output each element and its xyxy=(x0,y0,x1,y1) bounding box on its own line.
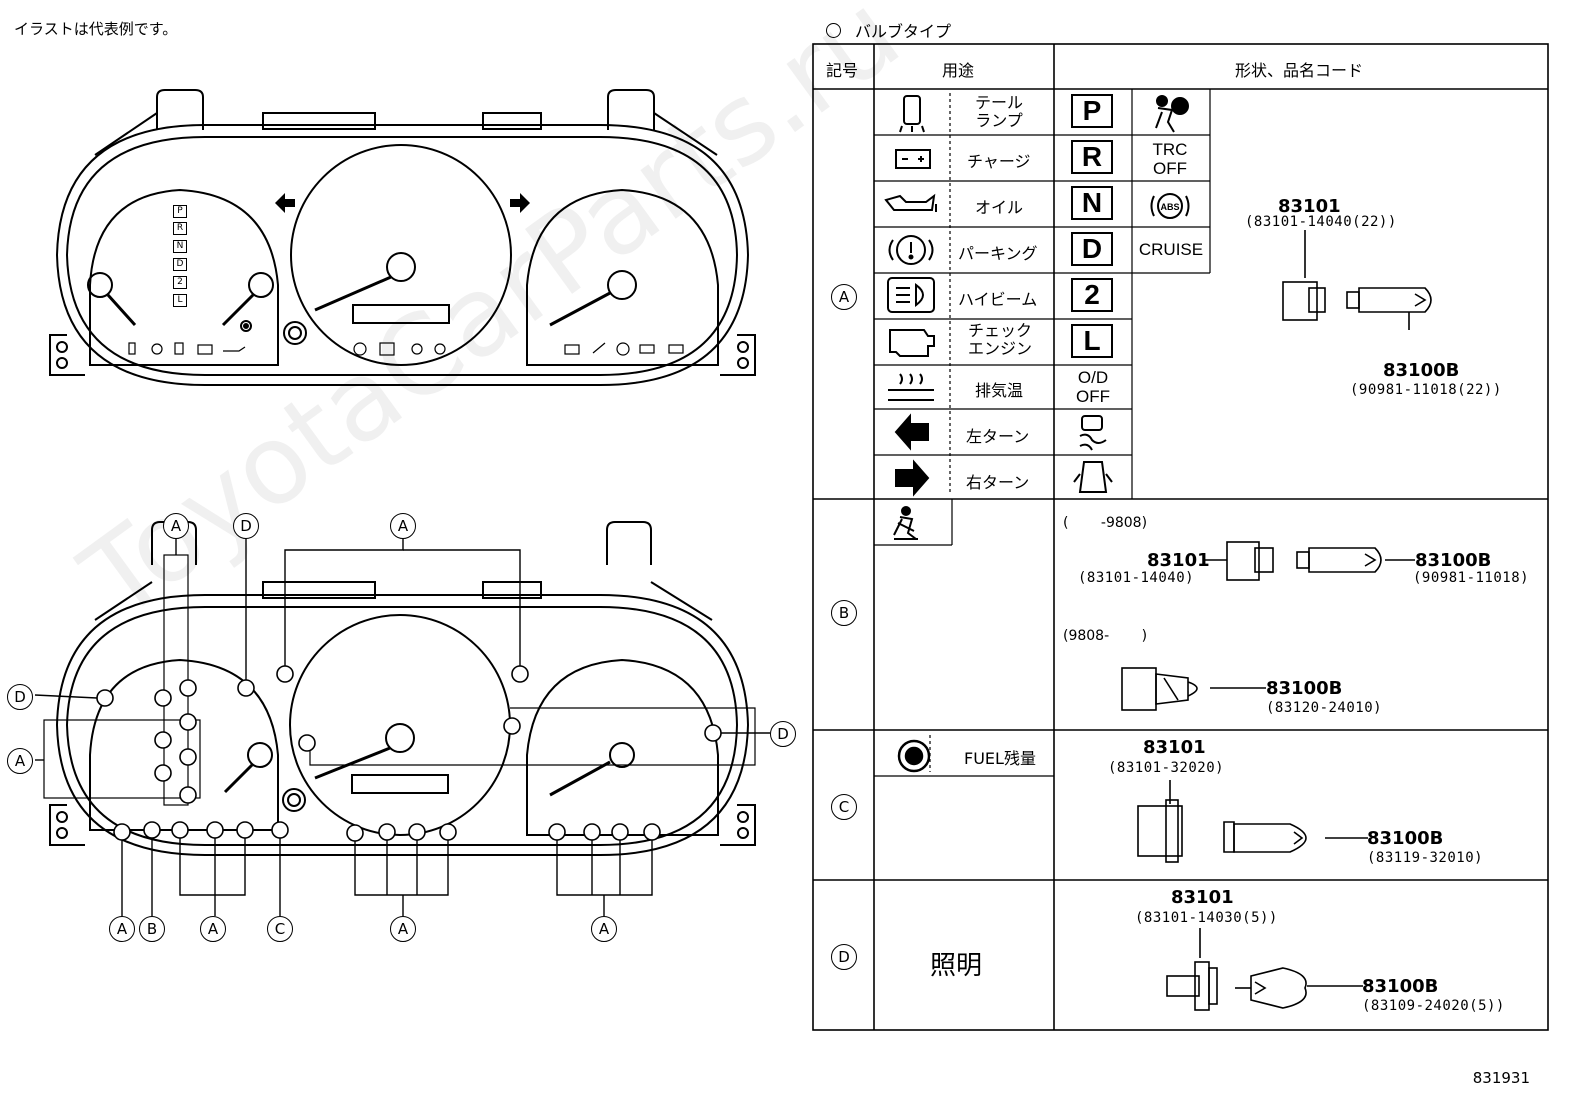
callout-a-top-center: A xyxy=(390,513,416,539)
use-high-beam: ハイビーム xyxy=(958,290,1038,309)
group-b-p1-socket-code: (83101-14040) xyxy=(1078,570,1195,586)
group-a-socket-code: (83101-14040(22)) xyxy=(1245,214,1397,230)
group-d-socket-no: 83101 xyxy=(1171,887,1234,908)
bulb-type-title: バルブタイプ xyxy=(826,18,951,42)
group-c-drawing xyxy=(1137,780,1368,863)
exhaust-temp-icon xyxy=(888,373,934,401)
bulb-type-label: バルブタイプ xyxy=(855,22,952,41)
group-a-extra-icons xyxy=(1073,415,1113,493)
bulb-type-table-grid xyxy=(812,43,1549,1031)
use-illumination: 照明 xyxy=(930,951,983,981)
seatbelt-warning-icon xyxy=(893,506,918,540)
group-b-label: B xyxy=(831,600,857,626)
group-c-bulb-no: 83100B xyxy=(1367,828,1444,849)
indicator-trc-off: TRC OFF xyxy=(1152,140,1188,178)
indicator-n: N xyxy=(1071,186,1113,220)
group-a-use-icons xyxy=(884,95,937,497)
group-a-label: A xyxy=(831,284,857,310)
group-c-bulb-code: (83119-32010) xyxy=(1367,850,1484,866)
catalog-number: 831931 xyxy=(1472,1069,1530,1087)
group-c-socket-no: 83101 xyxy=(1143,737,1206,758)
abs-warning-icon: ABS xyxy=(1150,193,1190,219)
use-fuel-level: FUEL残量 xyxy=(964,749,1036,768)
slip-indicator-icon xyxy=(1079,415,1107,451)
group-c-socket-code: (83101-32020) xyxy=(1108,760,1225,776)
callout-a-bottom-1: A xyxy=(109,916,135,942)
battery-charge-icon xyxy=(895,149,931,169)
use-exhaust-temp: 排気温 xyxy=(975,381,1024,400)
bullet-circle-icon xyxy=(826,23,841,38)
left-turn-arrow-icon xyxy=(894,413,929,451)
prnd-indicator-l: L xyxy=(173,294,187,307)
indicator-od-off: O/D OFF xyxy=(1076,368,1110,406)
use-charge: チャージ xyxy=(967,152,1031,171)
use-check-engine: チェック エンジン xyxy=(968,321,1033,358)
group-b-p1-bulb-no: 83100B xyxy=(1415,550,1492,571)
callout-c-bottom: C xyxy=(267,916,293,942)
group-c-label: C xyxy=(831,794,857,820)
group-b-p1-socket-no: 83101 xyxy=(1147,550,1210,571)
use-left-turn: 左ターン xyxy=(966,427,1030,446)
callout-a-top-left: A xyxy=(163,513,189,539)
prnd-indicator-2: 2 xyxy=(173,276,187,289)
right-turn-arrow-icon xyxy=(895,459,930,497)
group-a-socket-no: 83101 xyxy=(1278,196,1341,217)
indicator-p: P xyxy=(1071,94,1113,128)
group-d-bulb-no: 83100B xyxy=(1362,976,1439,997)
indicator-r: R xyxy=(1071,140,1113,174)
group-b-period-2: (9808- ) xyxy=(1063,628,1148,644)
group-b-p2-bulb-code: (83120-24010) xyxy=(1266,700,1383,716)
group-b-period-1: ( -9808) xyxy=(1063,515,1148,531)
instrument-cluster-rear-view xyxy=(34,521,770,916)
group-b-p1-drawing xyxy=(1205,541,1415,581)
use-right-turn: 右ターン xyxy=(966,473,1030,492)
header-shape-code: 形状、品名コード xyxy=(1235,61,1364,80)
callout-d-top: D xyxy=(233,513,259,539)
prnd-indicator-d: D xyxy=(173,258,187,271)
indicator-2: 2 xyxy=(1071,278,1113,312)
header-symbol: 記号 xyxy=(826,61,859,80)
indicator-cruise: CRUISE xyxy=(1138,240,1204,259)
fuel-level-indicator-icon xyxy=(897,739,931,773)
group-b-p1-bulb-code: (90981-11018) xyxy=(1413,570,1530,586)
use-parking: パーキング xyxy=(958,244,1038,263)
group-a-socket-bulb-drawing xyxy=(1282,230,1432,330)
group-b-p2-bulb-no: 83100B xyxy=(1266,678,1343,699)
group-a-bulb-no: 83100B xyxy=(1383,360,1460,381)
parking-brake-icon xyxy=(888,235,934,265)
prnd-indicator-p: P xyxy=(173,205,187,218)
airbag-warning-icon xyxy=(1155,95,1189,133)
illustration-note: イラストは代表例です。 xyxy=(14,20,178,38)
indicator-l: L xyxy=(1071,324,1113,358)
use-tail-lamp: テール ランプ xyxy=(975,93,1024,130)
prnd-indicator-n: N xyxy=(173,240,187,253)
tail-lamp-icon xyxy=(899,95,925,133)
group-a-bulb-code: (90981-11018(22)) xyxy=(1350,382,1502,398)
callout-d-right: D xyxy=(770,721,796,747)
check-engine-icon xyxy=(889,329,935,357)
callout-d-left: D xyxy=(7,684,33,710)
instrument-cluster-front-view xyxy=(49,89,756,386)
callout-a-bottom-2: A xyxy=(200,916,226,942)
prnd-indicator-r: R xyxy=(173,222,187,235)
group-d-drawing xyxy=(1166,928,1363,1011)
svg-text:ABS: ABS xyxy=(1160,202,1179,212)
indicator-d: D xyxy=(1071,232,1113,266)
callout-b-bottom: B xyxy=(139,916,165,942)
high-beam-icon xyxy=(887,277,935,313)
group-b-p2-drawing xyxy=(1121,667,1266,711)
callout-a-bottom-3: A xyxy=(390,916,416,942)
group-d-socket-code: (83101-14030(5)) xyxy=(1135,910,1278,926)
header-use: 用途 xyxy=(942,61,975,80)
callout-a-left: A xyxy=(7,748,33,774)
group-d-bulb-code: (83109-24020(5)) xyxy=(1362,998,1505,1014)
use-oil: オイル xyxy=(975,198,1024,217)
callout-a-bottom-4: A xyxy=(591,916,617,942)
group-d-label: D xyxy=(831,944,857,970)
oil-pressure-icon xyxy=(884,193,937,212)
door-open-icon xyxy=(1073,461,1113,493)
